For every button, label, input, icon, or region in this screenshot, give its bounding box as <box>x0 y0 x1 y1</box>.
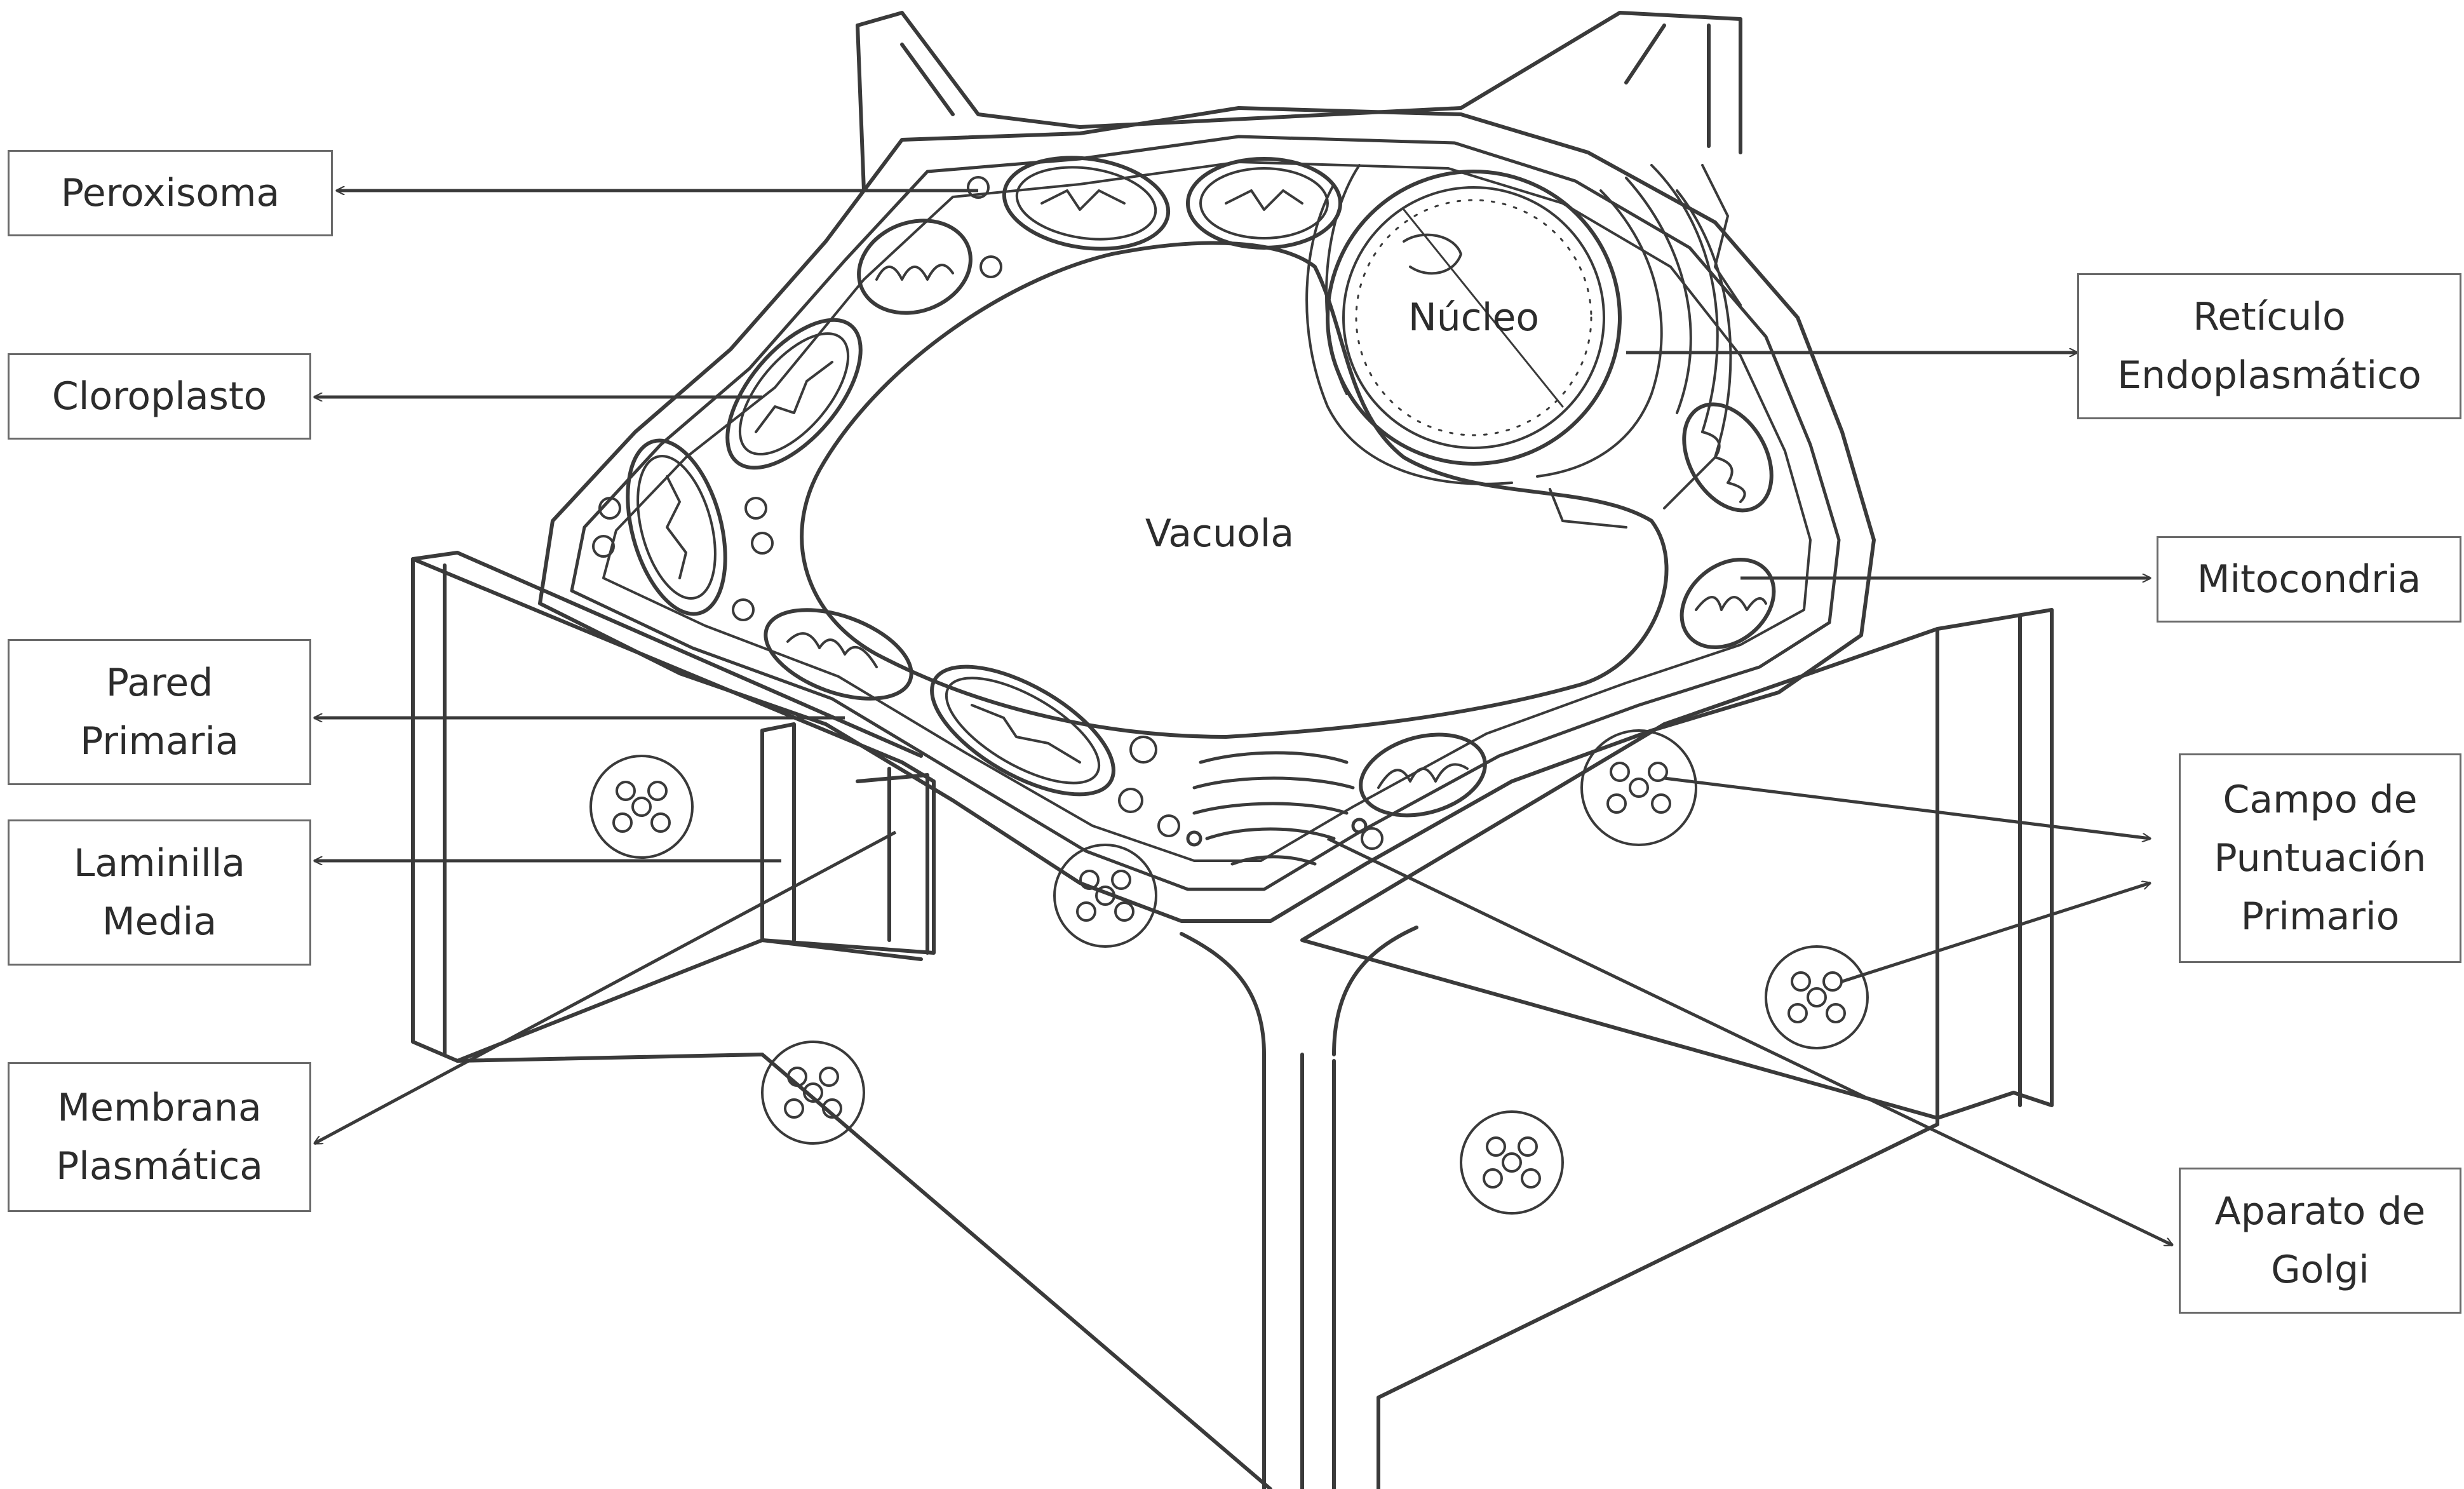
chloroplast <box>1188 159 1340 248</box>
mitochondrion <box>1664 542 1791 666</box>
pit-field <box>591 756 692 858</box>
label-reticulo-line2: Endoplasmático <box>2117 346 2421 405</box>
label-pared-primaria-line1: Pared <box>80 654 239 712</box>
label-pared-primaria-line2: Primaria <box>80 712 239 771</box>
arrow-campo-1 <box>1664 778 2150 839</box>
chloroplast <box>610 430 743 625</box>
label-peroxisoma: Peroxisoma <box>8 150 333 236</box>
label-cloroplasto: Cloroplasto <box>8 353 311 440</box>
label-pared-primaria: Pared Primaria <box>8 639 311 785</box>
chloroplast <box>912 641 1133 819</box>
label-golgi-line1: Aparato de <box>2215 1182 2426 1241</box>
label-reticulo-endoplasmatico: Retículo Endoplasmático <box>2077 273 2461 419</box>
label-campo-line2: Puntuación <box>2214 829 2427 887</box>
mitochondrion <box>1666 389 1789 526</box>
mitochondrion <box>845 205 983 328</box>
label-reticulo-line1: Retículo <box>2117 288 2421 346</box>
label-mitocondria: Mitocondria <box>2157 536 2461 623</box>
label-laminilla-media: Laminilla Media <box>8 819 311 966</box>
arrow-golgi <box>1328 839 2172 1245</box>
arrow-membrana-plasmatica <box>314 832 896 1143</box>
vacuole-label: Vacuola <box>1145 511 1294 556</box>
golgi-apparatus <box>1188 753 1366 864</box>
label-membrana-plasmatica-line1: Membrana <box>56 1079 263 1137</box>
pit-field <box>762 1042 864 1143</box>
pit-field <box>1054 845 1156 947</box>
label-campo-line1: Campo de <box>2214 771 2427 829</box>
label-mitocondria-text: Mitocondria <box>2197 550 2421 609</box>
chloroplast <box>703 297 885 490</box>
pit-field <box>1461 1112 1563 1213</box>
leader-lines <box>314 191 2172 1245</box>
mitochondrion <box>1352 722 1494 828</box>
endoplasmic-reticulum <box>1307 165 1740 527</box>
label-membrana-plasmatica-line2: Plasmática <box>56 1137 263 1196</box>
label-membrana-plasmatica: Membrana Plasmática <box>8 1062 311 1212</box>
label-cloroplasto-text: Cloroplasto <box>52 367 267 426</box>
label-aparato-golgi: Aparato de Golgi <box>2179 1168 2461 1314</box>
label-golgi-line2: Golgi <box>2215 1241 2426 1299</box>
label-campo-puntuacion: Campo de Puntuación Primario <box>2179 753 2461 963</box>
cell-wall-block <box>413 553 2052 1489</box>
label-peroxisoma-text: Peroxisoma <box>61 164 280 222</box>
nucleus-label: Núcleo <box>1408 295 1539 340</box>
arrow-campo-2 <box>1842 883 2150 981</box>
pit-field <box>1582 731 1696 845</box>
label-campo-line3: Primario <box>2214 887 2427 946</box>
label-laminilla-media-line1: Laminilla <box>74 834 245 893</box>
label-laminilla-media-line2: Media <box>74 893 245 951</box>
pit-field <box>1766 947 1868 1048</box>
